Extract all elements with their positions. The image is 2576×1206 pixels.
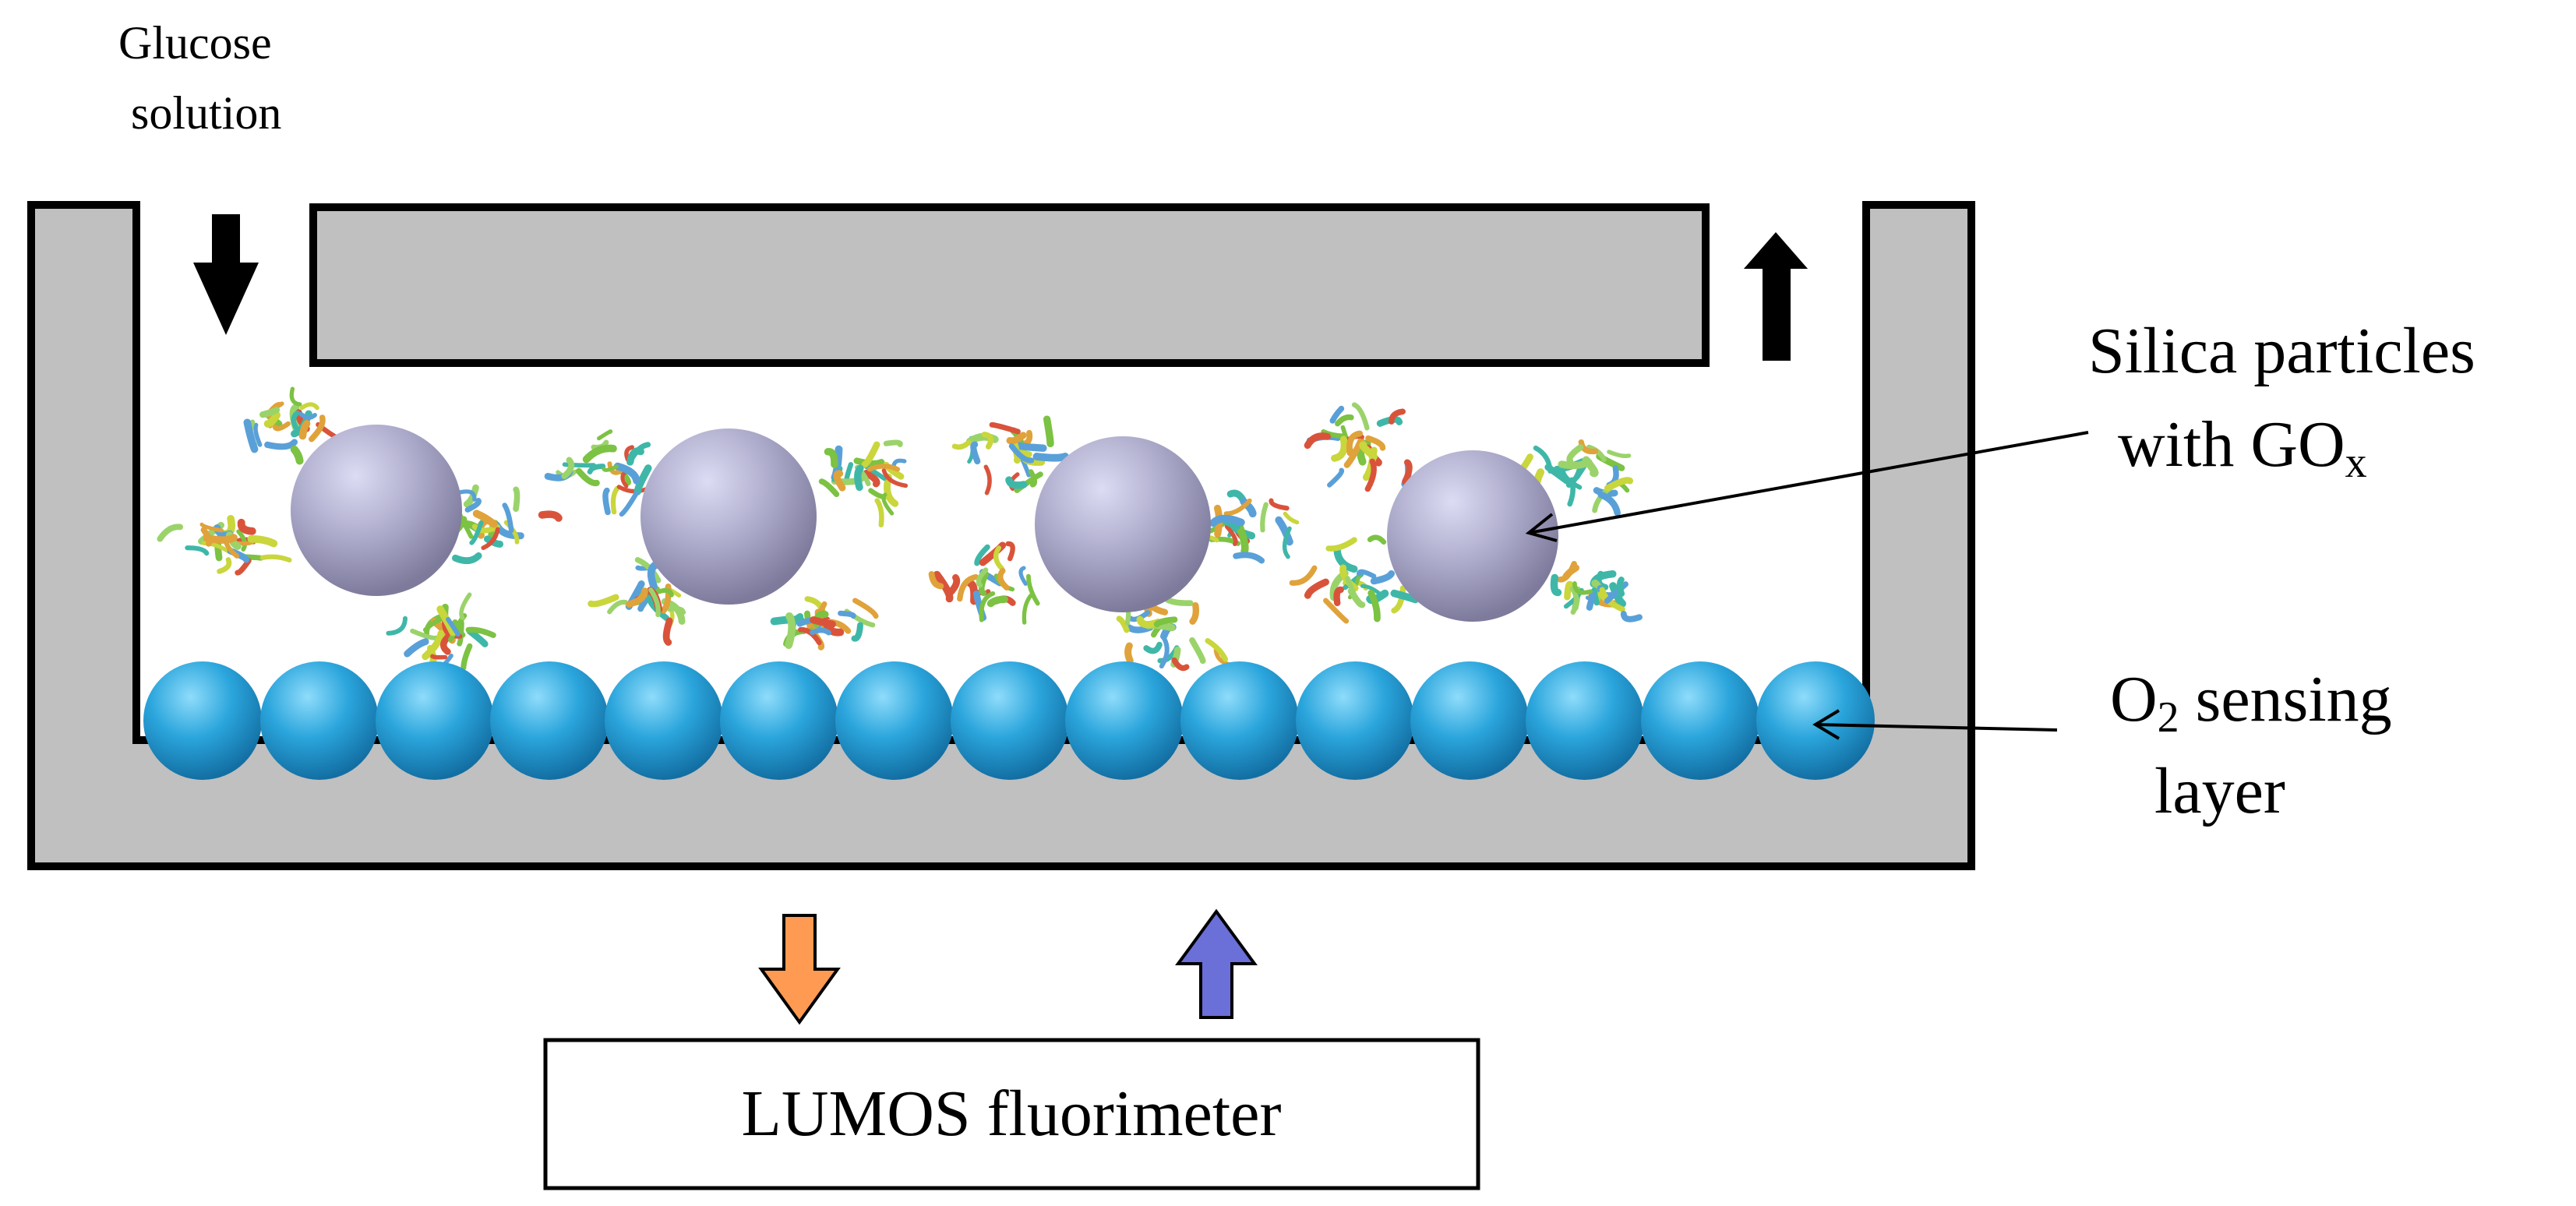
sensing-label-line1: O2 sensing: [2110, 663, 2392, 742]
silica-particle: [1035, 436, 1211, 612]
silica-leader-line: [1525, 431, 2089, 542]
glucose-oxidase-protein-icon: [928, 541, 1040, 625]
inlet-label-line1: Glucose: [118, 17, 272, 69]
excitation-arrow-icon: [758, 914, 841, 1025]
o2-sensing-bead: [143, 661, 262, 780]
o2-sensing-bead: [1756, 661, 1875, 780]
o2-sensing-bead-row: [143, 661, 1875, 780]
sensing-label-subscript: 2: [2158, 693, 2179, 742]
o2-sensing-bead: [376, 661, 494, 780]
glucose-oxidase-protein-icon: [770, 596, 879, 651]
silica-particle: [1387, 450, 1558, 622]
o2-sensing-bead: [1526, 661, 1644, 780]
o2-sensing-bead: [951, 661, 1069, 780]
sensing-label-line2: layer: [2154, 755, 2285, 827]
sensing-label-o: O: [2110, 663, 2158, 735]
flow-cell-body: [27, 201, 1975, 870]
silica-particle: [291, 425, 462, 596]
arrow-up-icon: [1744, 232, 1808, 361]
sensing-leader-line: [1812, 709, 2058, 740]
glucose-oxidase-protein-icon: [243, 386, 345, 465]
inlet-label-line2: solution: [131, 87, 281, 139]
o2-sensing-bead: [605, 661, 723, 780]
glucose-oxidase-protein-icon: [1304, 402, 1413, 492]
glucose-oxidase-protein-icon: [544, 429, 652, 517]
o2-sensing-bead: [720, 661, 838, 780]
glucose-oxidase-protein-icon: [1550, 560, 1643, 622]
sensing-label-suffix: sensing: [2179, 663, 2392, 735]
arrow-down-icon: [193, 214, 259, 335]
silica-label-main: with GO: [2118, 408, 2345, 481]
flow-cell-lid: [309, 203, 1710, 367]
glucose-oxidase-protein-icon: [1289, 534, 1434, 624]
o2-sensing-bead: [1065, 661, 1184, 780]
glucose-oxidase-protein-icon: [157, 515, 292, 576]
glucose-oxidase-protein-icon: [386, 592, 496, 672]
o2-sensing-bead: [1296, 661, 1414, 780]
fluorimeter-label: LUMOS fluorimeter: [742, 1077, 1282, 1150]
glucose-oxidase-protein-icon: [951, 415, 1070, 495]
o2-sensing-bead: [1180, 661, 1299, 780]
o2-sensing-bead: [1641, 661, 1759, 780]
o2-sensing-bead: [260, 661, 379, 780]
glucose-oxidase-protein-icon: [818, 439, 909, 527]
emission-arrow-icon: [1175, 908, 1258, 1019]
silica-particle: [640, 428, 817, 605]
o2-sensing-bead: [1410, 661, 1529, 780]
fluorimeter-box: [543, 1038, 1480, 1190]
silica-label-line2: with GOx: [2118, 408, 2367, 487]
o2-sensing-bead: [835, 661, 954, 780]
o2-sensing-bead: [490, 661, 609, 780]
silica-label-line1: Silica particles: [2088, 315, 2475, 387]
silica-label-subscript: x: [2345, 439, 2367, 487]
